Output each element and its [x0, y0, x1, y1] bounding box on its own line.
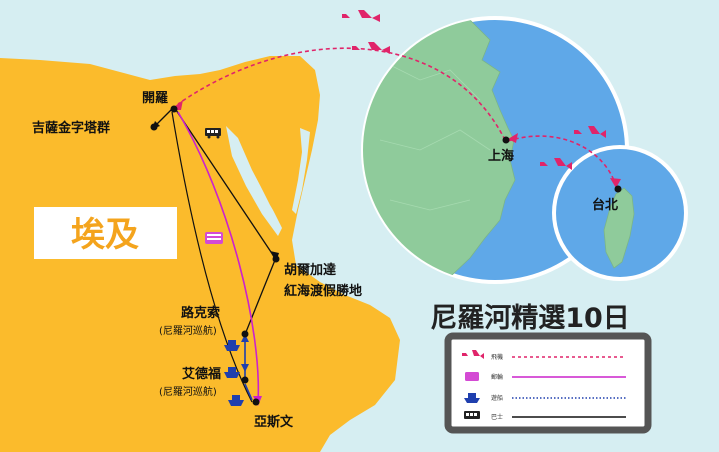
gulf-of-aqaba: [292, 128, 310, 214]
bus-icon: [464, 411, 480, 419]
label-luxor: 路克索: [181, 305, 220, 321]
sinai-peninsula: [238, 118, 304, 228]
plane-icon: [574, 126, 606, 138]
plane-icon: [342, 10, 380, 22]
bus-icon: [205, 128, 221, 139]
legend-row-bus: 巴士: [464, 411, 626, 421]
arrowhead-edfu: [241, 334, 249, 342]
country-label-box: [34, 207, 177, 259]
label-shanghai: 上海: [488, 148, 514, 164]
bus-route-cairo-hurghada: [175, 109, 276, 259]
cruise-route-cairo-aswan: [177, 111, 260, 403]
taiwan-island: [603, 187, 635, 269]
ship-icon: [224, 367, 240, 378]
label-giza: 吉薩金字塔群: [32, 120, 110, 136]
edfu-dot: [241, 376, 249, 384]
legend-label-bus: 巴士: [491, 413, 503, 421]
label-edfu-note: (尼羅河巡航): [159, 385, 217, 398]
ship-icon: [224, 340, 240, 351]
aswan-dot: [252, 398, 260, 406]
label-hurghada-1: 胡爾加達: [284, 262, 336, 278]
bus-route-cairo-giza: [154, 108, 173, 127]
cairo-dot: [170, 105, 178, 113]
legend-row-cruise: 郵輪: [465, 372, 626, 381]
bus-route-hurghada-luxor: [245, 259, 276, 333]
plane-icon: [540, 158, 572, 170]
giza-dot: [150, 123, 158, 131]
flight-route-taipei-shanghai: [507, 135, 617, 187]
china-landmass: [363, 19, 516, 282]
hurghada-dot: [272, 255, 280, 263]
label-luxor-note: (尼羅河巡航): [159, 324, 217, 337]
ship-icon: [464, 393, 480, 403]
taipei-dot: [614, 185, 622, 193]
flight-route-shanghai-cairo: [177, 47, 506, 141]
ship-route-edfu-aswan: [244, 383, 253, 401]
legend-label-ship: 遊船: [491, 394, 503, 402]
globe-taiwan: [552, 145, 688, 281]
luxor-dot: [241, 330, 249, 338]
label-hurghada-2: 紅海渡假勝地: [284, 283, 362, 299]
country-label: 埃及: [71, 215, 139, 255]
shanghai-dot: [502, 136, 510, 144]
label-cairo: 開羅: [142, 91, 168, 106]
plane-icon: [462, 350, 484, 359]
ship-icon: [228, 395, 244, 406]
map-title: 尼羅河精選10日: [430, 303, 630, 334]
legend-label-cruise: 郵輪: [491, 373, 503, 381]
label-aswan: 亞斯文: [254, 414, 294, 430]
arrowhead-taipei: [610, 178, 621, 188]
cruise-icon: [205, 232, 223, 244]
label-edfu: 艾德福: [182, 366, 221, 382]
arrowhead-shanghai: [508, 133, 518, 143]
arrowhead-luxor: [241, 364, 249, 372]
gulf-of-suez: [226, 126, 282, 236]
label-taipei: 台北: [592, 197, 618, 213]
legend-row-plane: 飛機: [462, 350, 626, 361]
plane-icon: [352, 42, 390, 54]
legend-label-plane: 飛機: [491, 353, 503, 361]
legend-row-ship: 遊船: [464, 393, 626, 403]
cruise-icon: [465, 372, 479, 381]
legend: 飛機 郵輪 遊船 巴士: [444, 332, 652, 434]
